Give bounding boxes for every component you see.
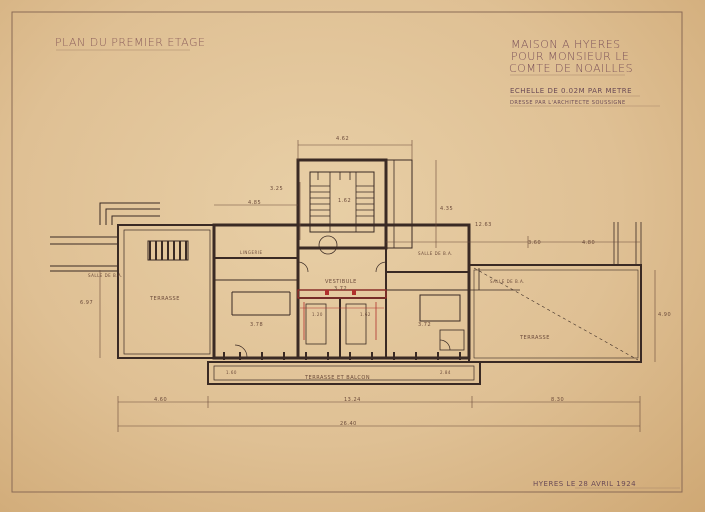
main-house-walls [212, 158, 471, 360]
project-title-line1: MAISON A HYERES [511, 38, 621, 51]
guide-lines [56, 49, 680, 489]
dim-small-4: 2.84 [440, 370, 451, 375]
room-label-bath-left: SALLE DE B.A. [88, 273, 123, 278]
staircase [310, 172, 374, 232]
dim-total: 26.40 [340, 421, 357, 427]
dim-stair-height: 3.25 [270, 186, 284, 192]
dim-segment-1: 3.60 [528, 240, 542, 246]
dim-stair-width: 1.62 [338, 198, 352, 204]
front-windows [223, 352, 461, 360]
room-label-vestibule: VESTIBULE [325, 279, 357, 285]
dim-top-left: 4.85 [248, 200, 262, 206]
date-signature: HYERES LE 28 AVRIL 1924 [533, 480, 637, 488]
terrace-steps [147, 240, 189, 261]
dim-room-left: 3.78 [250, 322, 264, 328]
red-annotations [297, 289, 387, 340]
dim-bottom-right: 8.30 [551, 397, 565, 403]
room-label-balcon: TERRASSE ET BALCON [305, 375, 371, 381]
room-label-lingerie: LINGERIE [240, 250, 263, 255]
dim-room-right: 3.72 [418, 322, 432, 328]
room-label-bath-top: SALLE DE B.A. [418, 251, 453, 256]
scale-note: ECHELLE DE 0.02M PAR METRE [510, 87, 633, 95]
dim-small-1: 1.20 [312, 312, 323, 317]
dim-upper-run: 12.63 [475, 222, 492, 228]
dim-vestibule: 3.72 [334, 286, 348, 292]
architect-note: DRESSE PAR L'ARCHITECTE SOUSSIGNE [510, 100, 626, 106]
left-terrace [50, 202, 215, 359]
project-title-line3: COMTE DE NOAILLES [509, 62, 634, 75]
dim-small-2: 1.62 [360, 312, 371, 317]
dim-segment-2: 4.80 [582, 240, 596, 246]
room-label-terrasse-left: TERRASSE [150, 296, 180, 302]
dim-bottom-mid: 13.24 [344, 397, 361, 403]
dim-top: 4.62 [336, 136, 350, 142]
dim-small-3: 1.60 [226, 370, 237, 375]
balcony [207, 361, 481, 385]
dim-bottom-left: 4.60 [154, 397, 168, 403]
dimension-lines [99, 140, 656, 432]
right-terrace [468, 222, 642, 363]
room-label-terrasse-right: TERRASSE [520, 335, 550, 341]
dim-right-height: 4.90 [658, 312, 672, 318]
room-label-bath-right: SALLE DE B.A. [490, 279, 525, 284]
plan-title: PLAN DU PREMIER ETAGE [55, 36, 206, 49]
dim-stair-ext: 4.35 [440, 206, 454, 212]
sheet-border [11, 11, 683, 493]
dim-left-height: 6.97 [80, 300, 94, 306]
project-title-line2: POUR MONSIEUR LE [511, 50, 630, 63]
